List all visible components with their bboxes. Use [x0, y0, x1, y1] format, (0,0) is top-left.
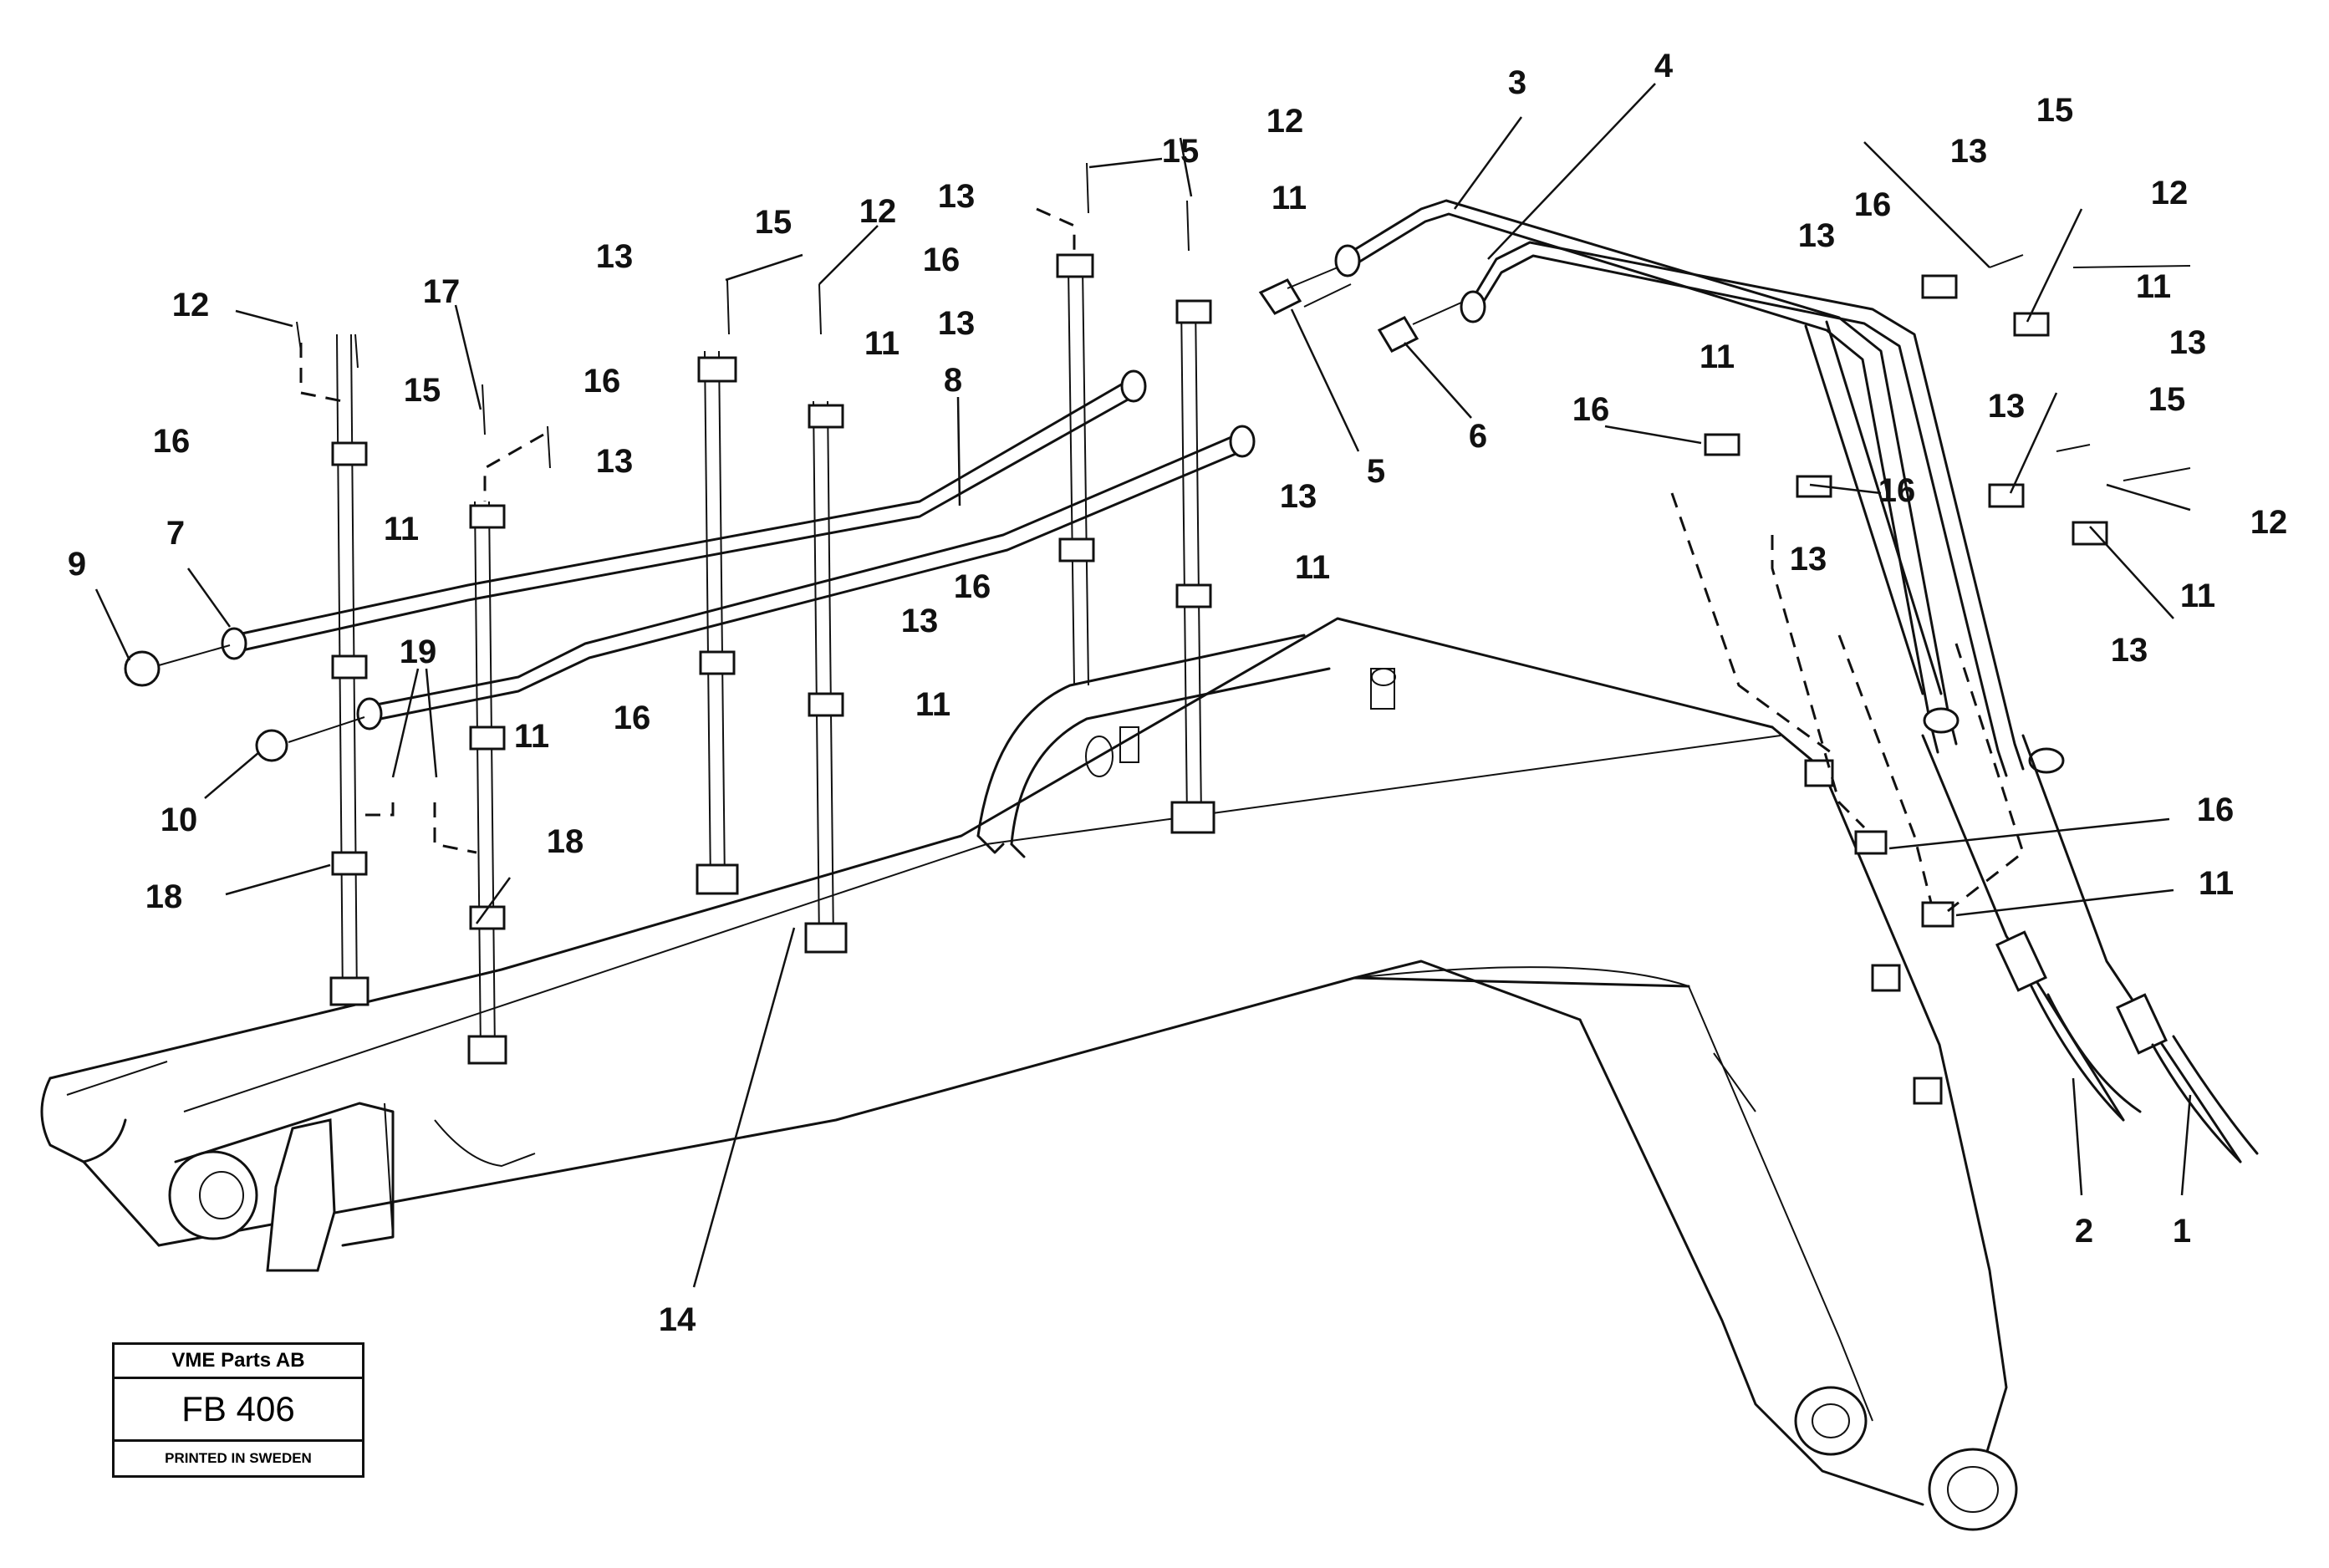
- title-block: VME Parts AB FB 406 PRINTED IN SWEDEN: [112, 1342, 364, 1478]
- callout-13: 13: [901, 603, 939, 639]
- callout-11: 11: [2180, 578, 2215, 614]
- callout-13: 13: [2111, 632, 2148, 669]
- callout-19: 19: [400, 634, 437, 670]
- callout-14: 14: [659, 1301, 696, 1338]
- callout-15: 15: [404, 372, 441, 409]
- callout-13: 13: [1798, 217, 1836, 254]
- callout-16: 16: [2197, 792, 2235, 828]
- callout-6: 6: [1469, 418, 1487, 455]
- clamp-stacks: [296, 162, 2191, 1105]
- callout-11: 11: [864, 325, 899, 362]
- callout-15: 15: [2148, 381, 2186, 418]
- callout-11: 11: [915, 686, 950, 723]
- callout-labels: 1 2 3 4 5 6 7 8 9 10 14 17 19 11 11 11 1…: [68, 48, 2287, 1338]
- callout-8: 8: [944, 362, 962, 399]
- callout-18: 18: [145, 878, 183, 915]
- callout-15: 15: [2036, 92, 2074, 129]
- boom-body: [40, 617, 2018, 1531]
- callout-16: 16: [923, 242, 961, 278]
- callout-16: 16: [153, 423, 191, 460]
- clamp-16: [331, 441, 368, 466]
- callout-11: 11: [1272, 180, 1307, 216]
- company-name: VME Parts AB: [115, 1345, 362, 1379]
- callout-16: 16: [954, 568, 991, 605]
- callout-13: 13: [1790, 541, 1827, 578]
- callout-11: 11: [514, 718, 549, 755]
- hydraulic-lines: [124, 199, 2259, 1163]
- callout-12: 12: [859, 193, 897, 230]
- callout-9: 9: [68, 546, 86, 583]
- callout-16: 16: [584, 363, 621, 400]
- callout-1: 1: [2173, 1213, 2191, 1250]
- callout-10: 10: [161, 802, 198, 838]
- callout-7: 7: [166, 515, 185, 552]
- callout-2: 2: [2075, 1213, 2093, 1250]
- callout-16: 16: [1878, 472, 1916, 509]
- callout-18: 18: [547, 823, 584, 860]
- callout-13: 13: [1988, 388, 2026, 425]
- callout-12: 12: [2250, 504, 2288, 541]
- callout-12: 12: [1266, 103, 1304, 140]
- callout-5: 5: [1367, 453, 1385, 490]
- leader-lines: [94, 83, 2192, 1288]
- callout-13: 13: [938, 305, 976, 342]
- callout-11: 11: [1295, 549, 1330, 586]
- callout-13: 13: [1280, 478, 1317, 515]
- callout-15: 15: [755, 204, 792, 241]
- printed-note: PRINTED IN SWEDEN: [165, 1450, 312, 1466]
- callout-16: 16: [1572, 391, 1610, 428]
- callout-11: 11: [2136, 268, 2171, 305]
- callout-17: 17: [423, 273, 461, 310]
- callout-4: 4: [1654, 48, 1674, 84]
- callout-12: 12: [2151, 175, 2189, 211]
- callout-13: 13: [596, 443, 634, 480]
- callout-13: 13: [1950, 133, 1988, 170]
- callout-3: 3: [1508, 64, 1526, 101]
- callout-12: 12: [172, 287, 210, 323]
- callout-11: 11: [384, 511, 419, 547]
- callout-13: 13: [596, 238, 634, 275]
- callout-13: 13: [938, 178, 976, 215]
- callout-11: 11: [2199, 865, 2234, 902]
- callout-11: 11: [1700, 339, 1735, 375]
- callout-16: 16: [614, 700, 651, 736]
- figure-number: FB 406: [115, 1379, 362, 1442]
- callout-13: 13: [2169, 324, 2207, 361]
- callout-16: 16: [1854, 186, 1892, 223]
- callout-15: 15: [1162, 133, 1200, 170]
